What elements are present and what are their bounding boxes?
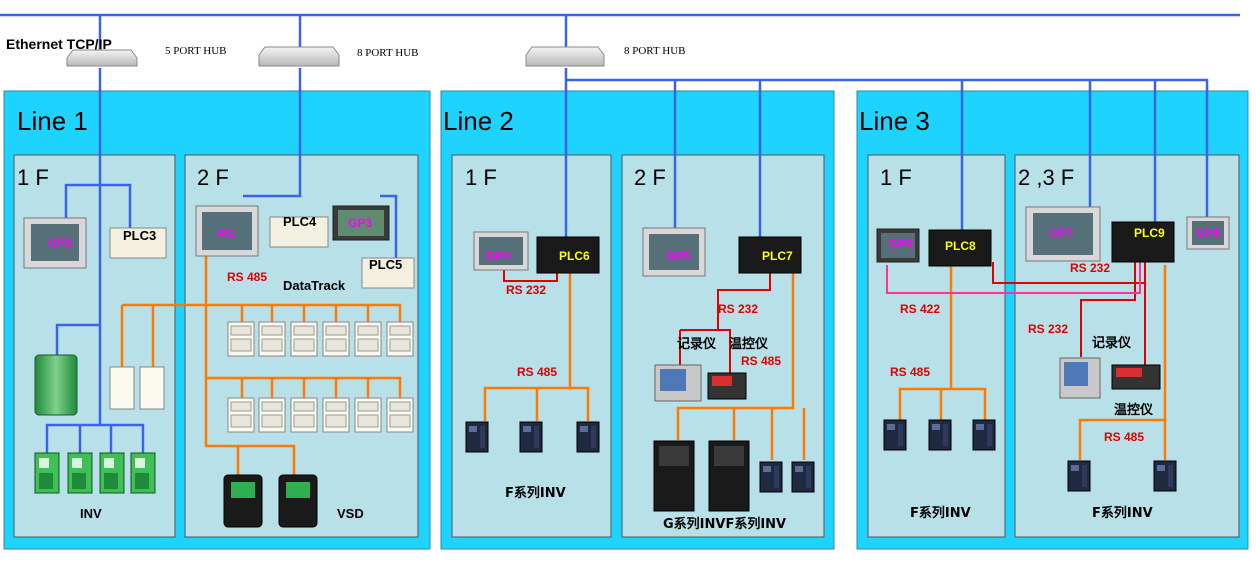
device-label-plc7: PLC7 [762, 249, 793, 263]
device-label-gp2: GP2 [48, 236, 73, 250]
floor-title: 2 ,3 F [1018, 165, 1075, 190]
floor-title: 1 F [17, 165, 49, 190]
device-label-gp3: GP3 [348, 216, 373, 230]
floor-title: 2 F [197, 165, 229, 190]
device-label-gp6: GP6 [889, 237, 914, 251]
protocol-label: RS 232 [1070, 261, 1111, 275]
protocol-label: RS 232 [506, 283, 547, 297]
device-label-gp8: GP8 [1196, 226, 1221, 240]
floor-title: 2 F [634, 165, 666, 190]
line-1-title: Line 1 [17, 106, 88, 136]
device-label-plc9: PLC9 [1134, 226, 1165, 240]
protocol-label: RS 422 [900, 302, 941, 316]
instrument-label-recorder: 记录仪 [1092, 336, 1132, 351]
instrument-label-recorder: 记录仪 [677, 337, 717, 352]
protocol-label: RS 485 [741, 354, 782, 368]
device-label-plc4: PLC4 [283, 214, 317, 229]
protocol-label: RS 232 [718, 302, 759, 316]
floor-caption: INV [80, 506, 102, 521]
instrument-label-temp-controller: 温控仪 [729, 337, 769, 352]
line-2-title: Line 2 [443, 106, 514, 136]
hub-label-1: 5 PORT HUB [165, 45, 227, 57]
device-label-ps: PS [218, 227, 235, 241]
floor-title: 1 F [465, 165, 497, 190]
instrument-label-temp-controller: 温控仪 [1114, 403, 1154, 418]
floor-caption: VSD [337, 506, 364, 521]
floor-caption: F系列INV [1092, 506, 1153, 521]
device-label-gp7: GP7 [1049, 226, 1074, 240]
device-label-plc3: PLC3 [123, 228, 157, 243]
protocol-label: RS 485 [890, 365, 931, 379]
protocol-label: RS 485 [1104, 430, 1145, 444]
device-label-gp5: GP5 [666, 249, 691, 263]
floor-title: 1 F [880, 165, 912, 190]
device-label-plc5: PLC5 [369, 257, 403, 272]
device-label-plc6: PLC6 [559, 249, 590, 263]
datatrack-label: DataTrack [283, 278, 346, 293]
protocol-label: RS 485 [227, 270, 268, 284]
floor-caption: F系列INV [505, 486, 566, 501]
ethernet-label: Ethernet TCP/IP [6, 36, 112, 52]
protocol-label: RS 232 [1028, 322, 1069, 336]
line-3-title: Line 3 [859, 106, 930, 136]
protocol-label: RS 485 [517, 365, 558, 379]
floor-caption: F系列INV [910, 506, 971, 521]
device-label-gp4: GP4 [486, 249, 511, 263]
device-label-plc8: PLC8 [945, 239, 976, 253]
floor-caption: G系列INVF系列INV [663, 517, 787, 532]
hub-label-2: 8 PORT HUB [357, 47, 419, 59]
hub-label-3: 8 PORT HUB [624, 45, 686, 57]
